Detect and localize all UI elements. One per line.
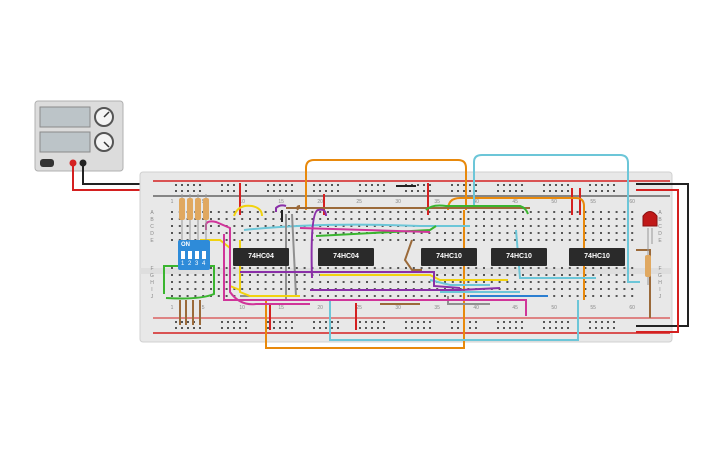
dip-switch-4[interactable]: 4 <box>202 261 206 267</box>
column-number: 20 <box>317 199 323 205</box>
row-letter: D <box>150 231 154 237</box>
column-number: 50 <box>551 199 557 205</box>
column-number: 30 <box>395 305 401 311</box>
column-number: 15 <box>278 305 284 311</box>
row-letter: J <box>151 294 154 300</box>
ic-chip-4-label: 74HC10 <box>506 253 532 260</box>
column-numbers: 1155101015152020252530303535404045455050… <box>171 199 636 311</box>
rail-jumpers <box>179 183 581 330</box>
row-letter: E <box>150 238 154 244</box>
led[interactable] <box>642 211 658 251</box>
voltage-display <box>39 106 91 128</box>
column-number: 10 <box>239 305 245 311</box>
row-letter: A <box>658 210 662 216</box>
column-number: 40 <box>473 199 479 205</box>
row-letter: D <box>658 231 662 237</box>
column-number: 60 <box>629 199 635 205</box>
ic-chip-2-label: 74HC04 <box>333 253 359 260</box>
column-number: 15 <box>278 199 284 205</box>
row-letter: H <box>658 280 662 286</box>
column-number: 55 <box>590 305 596 311</box>
power-supply[interactable] <box>34 100 124 172</box>
column-number: 30 <box>395 199 401 205</box>
dip-switch-on-label: ON <box>181 242 190 248</box>
row-letter: B <box>150 217 154 223</box>
row-letter: E <box>658 238 662 244</box>
column-number: 45 <box>512 305 518 311</box>
dip-switch-1[interactable]: 1 <box>181 261 185 267</box>
pull-resistors <box>179 194 209 240</box>
dip-switch-2[interactable]: 2 <box>188 261 192 267</box>
row-letter: F <box>150 266 153 272</box>
current-display <box>39 131 91 153</box>
column-number: 35 <box>434 305 440 311</box>
ic-chip-2[interactable]: 74HC04 <box>318 248 374 266</box>
ic-chip-5[interactable]: 74HC10 <box>569 248 625 266</box>
led-resistor <box>645 250 651 285</box>
row-letter: G <box>150 273 154 279</box>
dip-switch-3[interactable]: 3 <box>195 261 199 267</box>
column-number: 25 <box>356 199 362 205</box>
column-number: 20 <box>317 305 323 311</box>
ic-chip-1[interactable]: 74HC04 <box>233 248 289 266</box>
jumper-wires <box>163 154 651 349</box>
column-number: 40 <box>473 305 479 311</box>
power-switch[interactable] <box>40 159 54 167</box>
ic-chip-5-label: 74HC10 <box>584 253 610 260</box>
row-letter: A <box>150 210 154 216</box>
row-letter: I <box>151 287 152 293</box>
column-number: 50 <box>551 305 557 311</box>
row-letter: G <box>658 273 662 279</box>
column-number: 25 <box>356 305 362 311</box>
row-letter: F <box>658 266 661 272</box>
row-letter: C <box>658 224 662 230</box>
ic-chip-3[interactable]: 74HC10 <box>421 248 477 266</box>
row-letter: J <box>659 294 662 300</box>
row-letter: H <box>150 280 154 286</box>
column-number: 55 <box>590 199 596 205</box>
dip-switch[interactable]: ON 1 2 3 4 <box>178 240 210 270</box>
ic-chip-3-label: 74HC10 <box>436 253 462 260</box>
column-number: 1 <box>171 305 174 311</box>
column-number: 1 <box>171 199 174 205</box>
column-number: 45 <box>512 199 518 205</box>
row-letter: B <box>658 217 662 223</box>
ic-chip-1-label: 74HC04 <box>248 253 274 260</box>
column-number: 5 <box>202 305 205 311</box>
row-letter: I <box>659 287 660 293</box>
row-letter: C <box>150 224 154 230</box>
column-number: 60 <box>629 305 635 311</box>
column-number: 10 <box>239 199 245 205</box>
column-number: 35 <box>434 199 440 205</box>
ic-chip-4[interactable]: 74HC10 <box>491 248 547 266</box>
